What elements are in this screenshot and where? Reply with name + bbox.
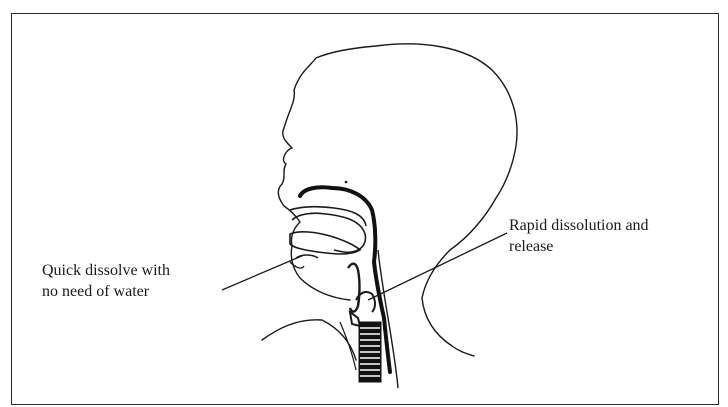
throat-callout-line-2: release xyxy=(509,236,649,257)
tongue xyxy=(290,232,360,254)
throat-callout-line-1: Rapid dissolution and xyxy=(509,215,649,236)
mouth-callout-label: Quick dissolve with no need of water xyxy=(42,260,170,302)
cheek-mark xyxy=(345,181,348,184)
mouth-callout-line-1: Quick dissolve with xyxy=(42,260,170,281)
throat-callout-leader xyxy=(368,233,507,300)
epiglottis xyxy=(348,264,360,312)
head-outline xyxy=(262,44,517,360)
hard-palate xyxy=(290,207,366,226)
mouth-callout-leader xyxy=(222,255,304,290)
mouth-callout-line-2: no need of water xyxy=(42,281,170,302)
neck-front xyxy=(340,322,356,370)
throat-callout-label: Rapid dissolution and release xyxy=(509,215,649,257)
